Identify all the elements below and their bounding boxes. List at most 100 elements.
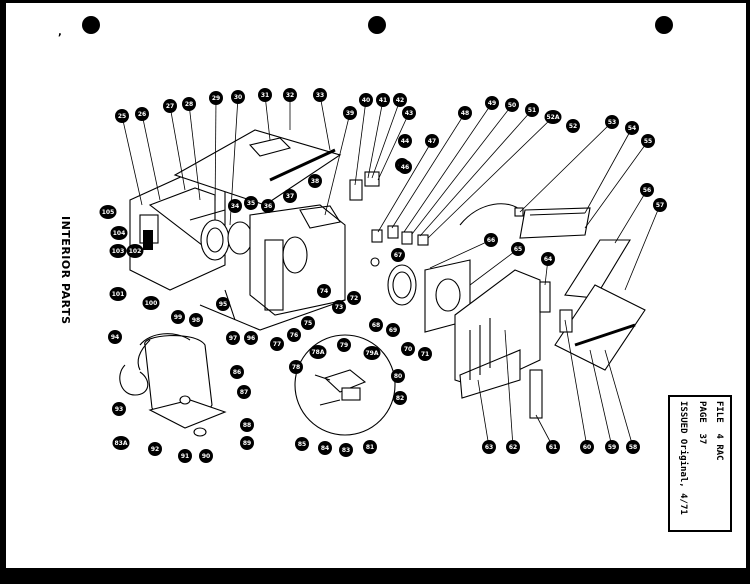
control-switches	[349, 171, 429, 267]
callout-label-59: 59	[608, 444, 616, 451]
callout-bubble-70	[401, 342, 415, 356]
parts-sheet	[6, 3, 746, 568]
callout-bubble-78	[289, 360, 303, 374]
front-grille	[519, 207, 591, 239]
callout-bubble-94	[108, 330, 122, 344]
callout-bubble-77	[270, 337, 284, 351]
callout-bubble-83A	[112, 436, 130, 450]
callout-label-32: 32	[286, 92, 294, 99]
callout-bubble-47	[425, 134, 439, 148]
callout-label-30: 30	[234, 94, 242, 101]
callout-label-67: 67	[394, 252, 402, 259]
callout-label-37: 37	[286, 193, 294, 200]
callout-bubble-68	[369, 318, 383, 332]
callout-bubble-100	[142, 296, 160, 310]
callout-label-105: 105	[102, 209, 115, 216]
callout-label-78: 78	[292, 364, 300, 371]
callout-label-66: 66	[487, 237, 495, 244]
callout-label-36: 36	[264, 203, 272, 210]
callout-bubble-65	[511, 242, 525, 256]
callout-label-58: 58	[629, 444, 637, 451]
stray-mark: ,	[58, 27, 62, 38]
callout-label-95: 95	[219, 301, 227, 308]
callout-label-44: 44	[401, 138, 409, 145]
callout-bubble-54	[625, 121, 639, 135]
callout-label-64: 64	[544, 256, 552, 263]
callout-bubble-44	[398, 134, 412, 148]
motor-mount	[139, 214, 159, 250]
callout-bubble-102	[126, 244, 144, 258]
base-pan	[199, 289, 346, 331]
callout-label-40: 40	[362, 97, 370, 104]
callout-bubble-29	[209, 91, 223, 105]
callout-bubble-85	[295, 437, 309, 451]
callout-bubble-62	[506, 440, 520, 454]
refrigerant-tube	[459, 203, 524, 226]
callout-bubble-84	[318, 441, 332, 455]
callout-label-79A: 79A	[366, 350, 379, 357]
callout-label-82: 82	[396, 395, 404, 402]
callout-bubble-38	[308, 174, 322, 188]
callout-label-68: 68	[372, 322, 380, 329]
callout-label-34: 34	[231, 203, 239, 210]
callout-label-94: 94	[111, 334, 119, 341]
callout-bubble-58	[626, 440, 640, 454]
callout-bubble-30	[231, 90, 245, 104]
callout-label-101: 101	[112, 291, 125, 298]
callout-label-80: 80	[394, 373, 402, 380]
callout-label-29: 29	[212, 95, 220, 102]
callout-label-71: 71	[421, 351, 429, 358]
callout-bubble-41	[376, 93, 390, 107]
callout-bubble-72	[347, 291, 361, 305]
callout-label-57: 57	[656, 202, 664, 209]
base-tray	[554, 284, 646, 371]
callout-bubble-52	[566, 119, 580, 133]
callout-label-51: 51	[528, 107, 536, 114]
callout-bubble-57	[653, 198, 667, 212]
callout-label-63: 63	[485, 444, 493, 451]
callout-label-100: 100	[145, 300, 158, 307]
callout-bubble-56	[640, 183, 654, 197]
file-info-box: FILE 4 RAC PAGE 37 ISSUED Original, 4/71	[668, 395, 732, 532]
callout-bubble-37	[283, 189, 297, 203]
callout-bubble-76	[287, 328, 301, 342]
callout-bubble-96	[244, 331, 258, 345]
callout-label-28: 28	[185, 101, 193, 108]
callout-label-104: 104	[113, 230, 126, 237]
callout-label-65: 65	[514, 246, 522, 253]
callout-bubble-105	[99, 205, 117, 219]
leader-lines	[121, 94, 661, 448]
callout-label-56: 56	[643, 187, 651, 194]
callout-label-41: 41	[379, 97, 387, 104]
callout-bubble-66	[484, 233, 498, 247]
binder-hole-left	[82, 16, 100, 34]
callout-label-33: 33	[316, 92, 324, 99]
callout-bubble-88	[240, 418, 254, 432]
callout-label-96: 96	[247, 335, 255, 342]
callout-label-54: 54	[628, 125, 636, 132]
callout-label-25: 25	[118, 113, 126, 120]
callout-label-42: 42	[396, 97, 404, 104]
callout-bubble-101	[109, 287, 127, 301]
diagram-title: INTERIOR PARTS	[59, 216, 72, 325]
callout-label-62: 62	[509, 444, 517, 451]
callout-label-97: 97	[229, 335, 237, 342]
callout-label-38: 38	[311, 178, 319, 185]
callout-bubble-31	[258, 88, 272, 102]
callout-label-83A: 83A	[115, 440, 128, 447]
callout-label-89: 89	[243, 440, 251, 447]
callout-bubble-81	[363, 440, 377, 454]
callout-bubble-39	[343, 106, 357, 120]
callout-bubble-59	[605, 440, 619, 454]
callout-bubble-92	[148, 442, 162, 456]
issued-line: ISSUED Original, 4/71	[678, 401, 688, 515]
callout-bubble-67	[391, 248, 405, 262]
callout-label-70: 70	[404, 346, 412, 353]
callout-bubble-50	[505, 98, 519, 112]
callout-bubble-40	[359, 93, 373, 107]
callout-bubble-79A	[363, 346, 381, 360]
callout-bubble-82	[393, 391, 407, 405]
callout-label-60: 60	[583, 444, 591, 451]
filter-panel	[564, 239, 631, 299]
